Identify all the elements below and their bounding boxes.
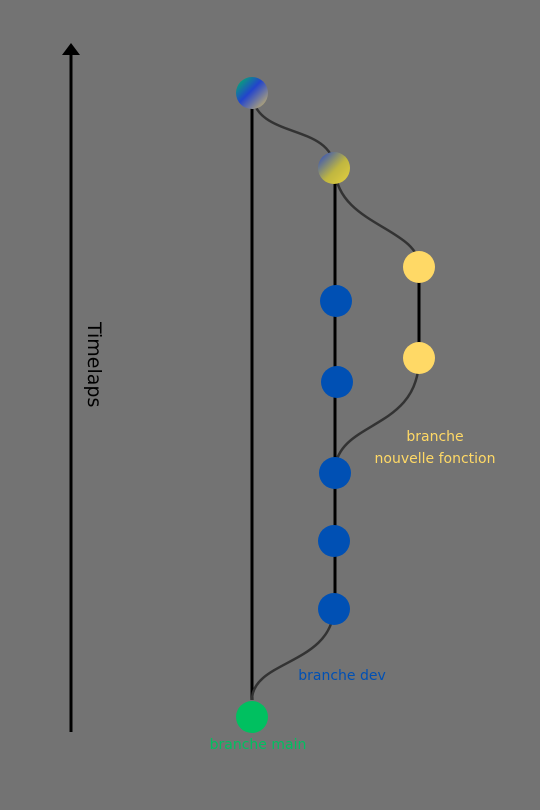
commit-feature-1 <box>403 342 435 374</box>
commit-dev-2 <box>318 525 350 557</box>
commit-main-initial <box>236 701 268 733</box>
curve-feature-merge-to-dev <box>333 169 421 267</box>
commit-merge-main <box>236 77 268 109</box>
commit-feature-2 <box>403 251 435 283</box>
label-branch-main: branche main <box>210 737 307 753</box>
label-branch-feature-line2: nouvelle fonction <box>375 451 496 467</box>
commit-merge-dev <box>318 152 350 184</box>
curve-main-to-dev <box>250 607 336 701</box>
label-branch-feature-line1: branche <box>406 429 463 445</box>
curve-dev-to-feature <box>333 357 421 469</box>
commit-dev-3 <box>319 457 351 489</box>
label-branch-dev: branche dev <box>298 668 386 684</box>
commit-dev-4 <box>321 366 353 398</box>
timeline-arrowhead-icon <box>62 43 80 55</box>
commit-dev-1 <box>318 593 350 625</box>
commit-dev-5 <box>320 285 352 317</box>
timeline-label: Timelaps <box>83 321 105 407</box>
